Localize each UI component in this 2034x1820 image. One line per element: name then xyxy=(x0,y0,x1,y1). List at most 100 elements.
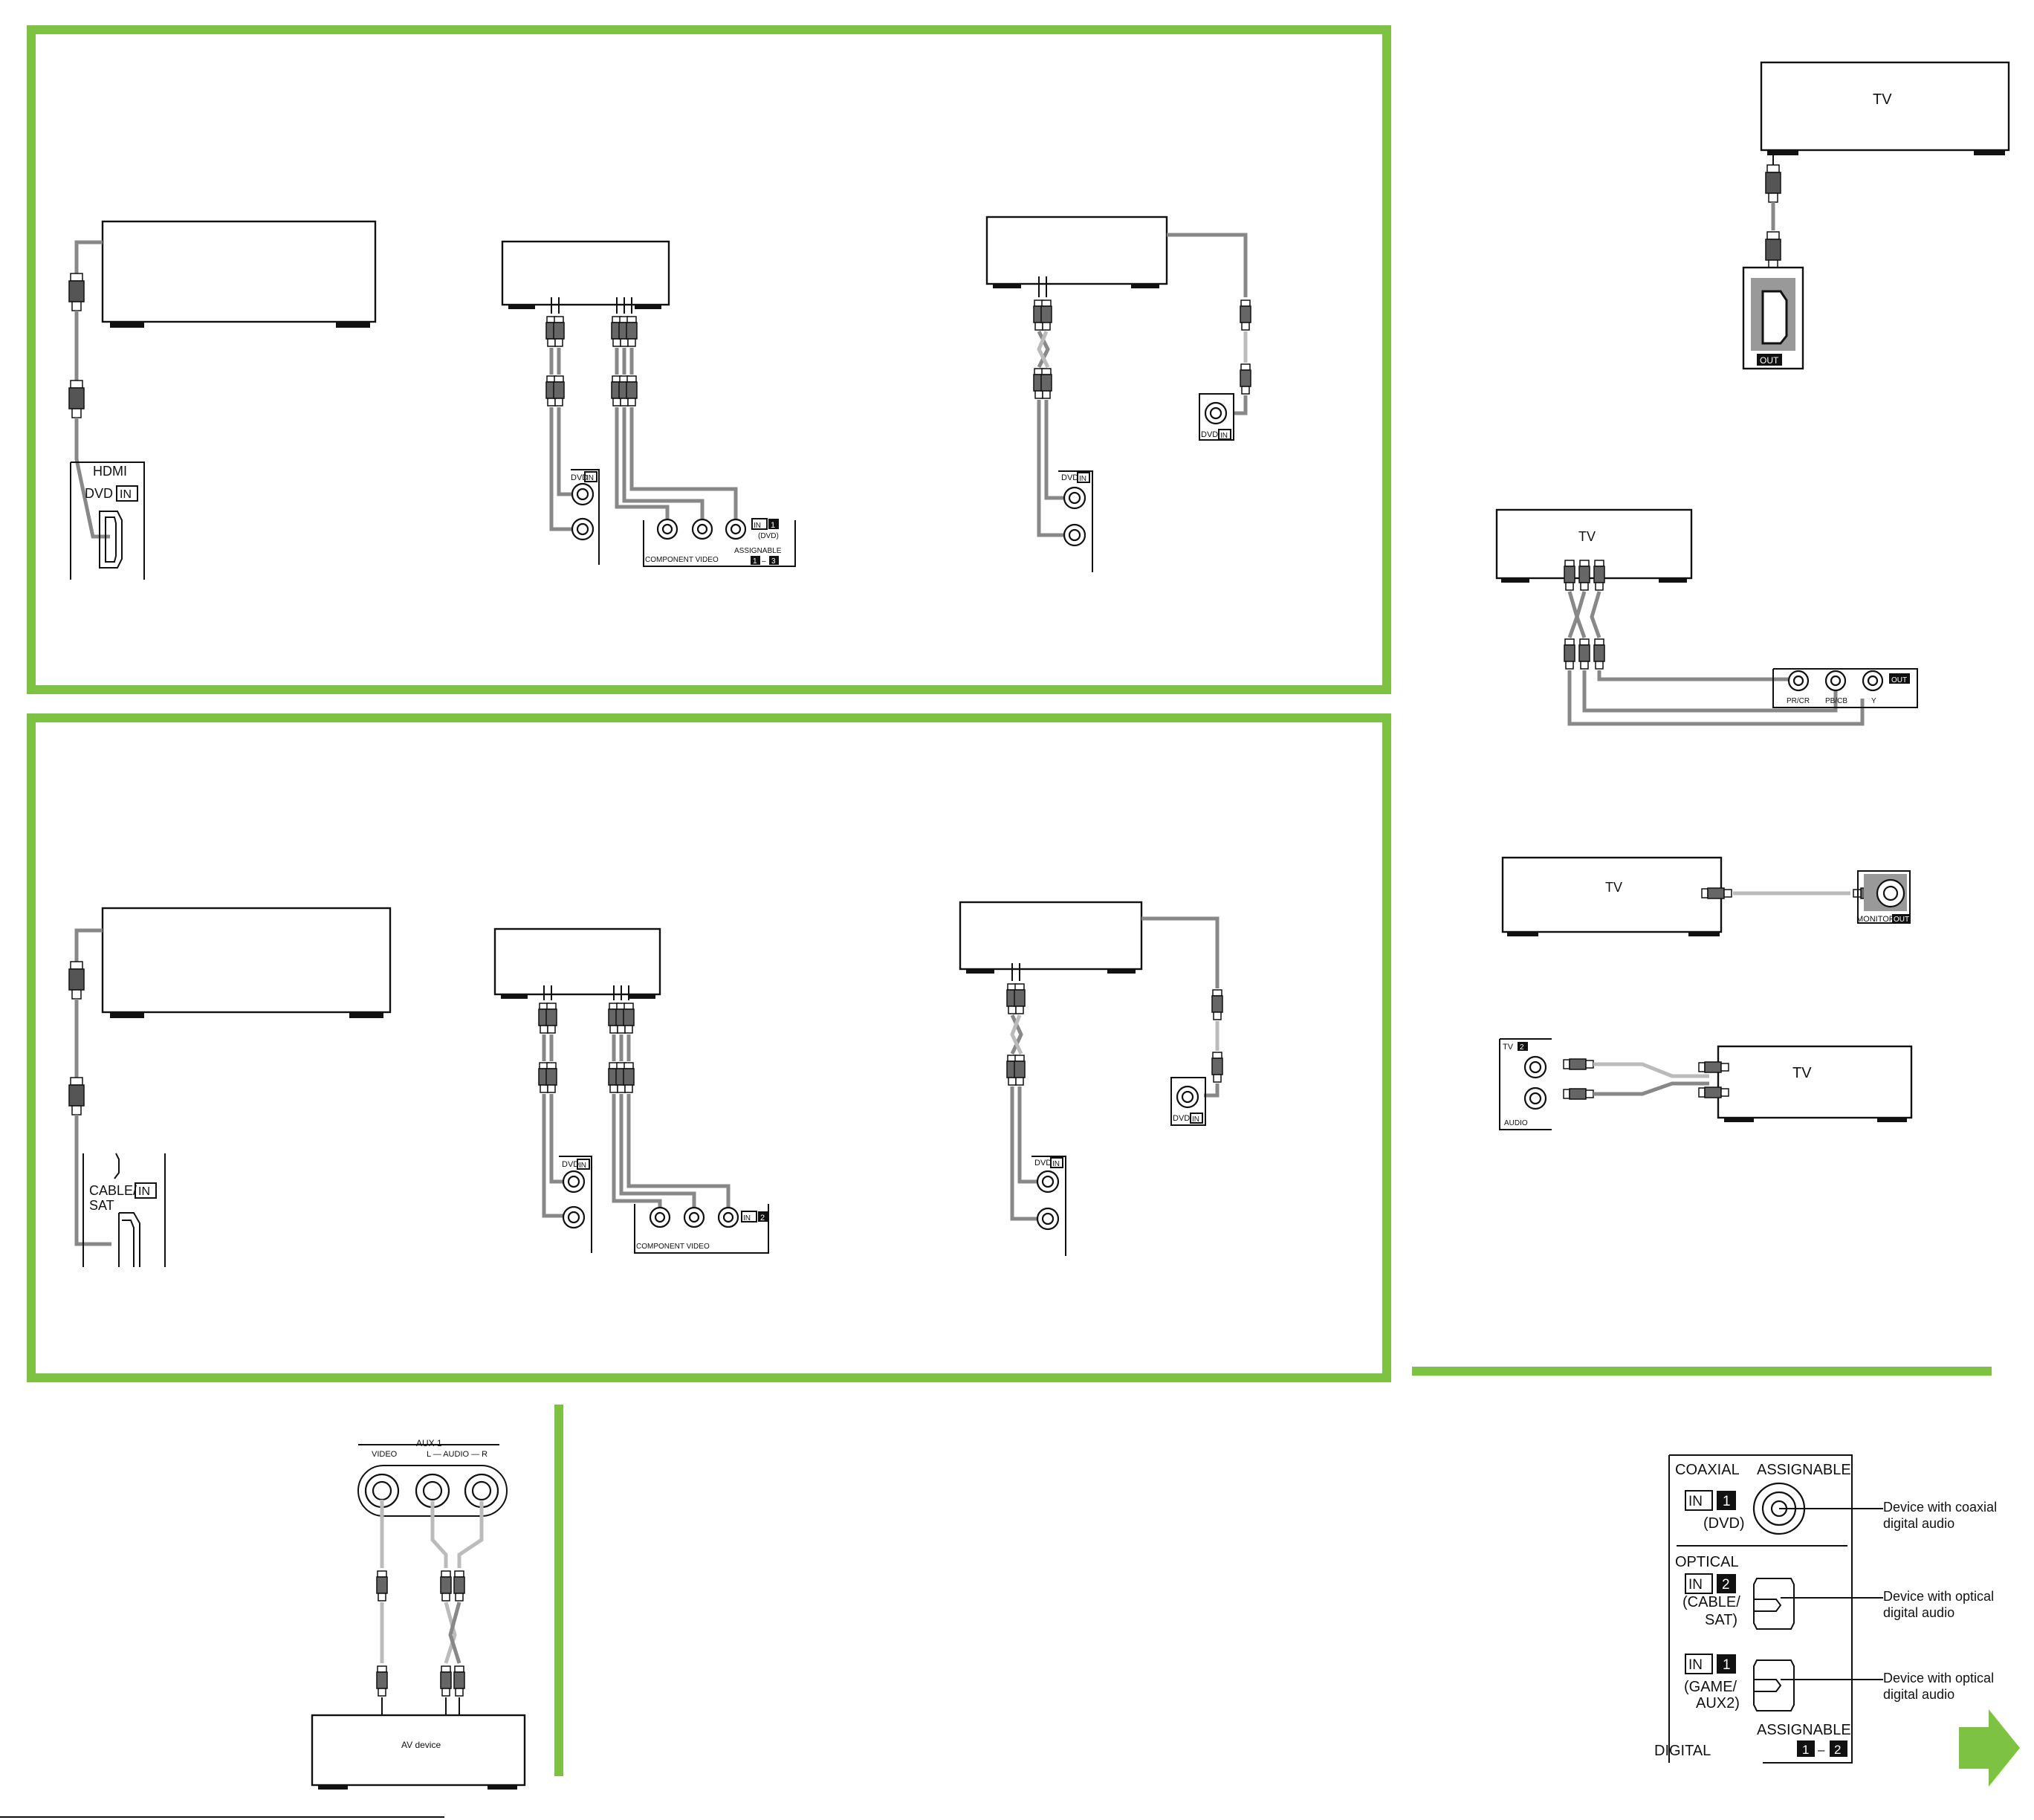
comp-a1-jack-label: DVD xyxy=(1061,473,1078,482)
hdmi-port-label: DVD xyxy=(85,486,113,501)
optical-port-icon xyxy=(1753,1659,1795,1711)
optical-plug-icon xyxy=(1753,1679,1782,1692)
aux-audio-label: L — AUDIO — R xyxy=(427,1450,488,1459)
comp2-in-num: 2 xyxy=(760,1214,765,1222)
tv-monitor-diagram: TV MONITOR OUT xyxy=(1501,856,1911,936)
digital-in3-num: 1 xyxy=(1723,1657,1731,1673)
optical-plug-icon xyxy=(1753,1599,1782,1612)
digital-callout-3a: Device with optical xyxy=(1883,1671,1994,1685)
hdmi-title: HDMI xyxy=(93,464,127,479)
panel2-frame xyxy=(27,713,1391,1382)
digital-coaxial-label: COAXIAL xyxy=(1675,1462,1740,1478)
tv-hdmi-diagram: TV OUT xyxy=(1742,61,2010,370)
digital-optical-label: OPTICAL xyxy=(1675,1554,1739,1570)
tv-audio-panel-num: 2 xyxy=(1520,1043,1524,1052)
tv-audio-label: TV xyxy=(1792,1065,1812,1081)
comp1-range-b: 3 xyxy=(771,557,776,566)
rca-plug-icon xyxy=(1040,299,1052,331)
panel1-component-diagram: DVD IN IN 1 (DVD) ASSIGNABLE 1 – 3 COMPO… xyxy=(501,240,796,567)
digital-callout-1b: digital audio xyxy=(1883,1516,1954,1531)
panel1-composite-diagram: DVD IN DVD IN xyxy=(985,216,1251,572)
tv-comp-out-tag: OUT xyxy=(1891,676,1907,684)
rca-plug-icon xyxy=(376,1570,388,1602)
hdmi-plug-icon xyxy=(68,961,85,1000)
rca-plug-icon xyxy=(553,316,565,347)
digital-range-a: 1 xyxy=(1802,1743,1809,1757)
comp-a2-jack-label: DVD xyxy=(1034,1159,1052,1168)
tv-monitor-label: TV xyxy=(1605,880,1622,895)
hdmi-port-icon xyxy=(99,511,123,569)
digital-in1-tag: IN xyxy=(1688,1494,1703,1509)
panel1-hdmi-diagram: HDMI DVD IN xyxy=(68,220,377,580)
comp-a1-jack-tag: IN xyxy=(1079,475,1086,483)
comp1-in-tag: IN xyxy=(754,522,761,530)
comp-a2-jack-tag: IN xyxy=(1052,1160,1060,1168)
panel2-composite-diagram: DVD IN DVD IN xyxy=(959,901,1223,1256)
tv-hdmi-port-tag: OUT xyxy=(1760,355,1779,366)
optical-port-icon xyxy=(1753,1578,1795,1630)
tv-component-diagram: TV PR/CR PB/CB Y OUT xyxy=(1495,508,1918,726)
panel2-hdmi-diagram: CABLE/ SAT IN xyxy=(68,907,392,1267)
tv-comp-label: TV xyxy=(1578,529,1596,544)
comp-v1-jack-tag: IN xyxy=(1220,432,1228,440)
digital-label: DIGITAL xyxy=(1654,1743,1711,1759)
digital-in2-sub-2: SAT) xyxy=(1705,1612,1737,1628)
comp2-jack-label: DVD xyxy=(562,1160,579,1169)
cable-sat-tag: IN xyxy=(138,1185,150,1198)
aux-group-label: AUX 1 xyxy=(416,1438,442,1448)
rca-plug-icon xyxy=(626,316,638,347)
hdmi-plug-icon xyxy=(68,273,85,311)
digital-in2-tag: IN xyxy=(1688,1577,1703,1593)
panel2-component-diagram: DVD IN IN 2 COMPONENT VIDEO xyxy=(493,927,769,1254)
digital-audio-diagram: COAXIAL ASSIGNABLE IN 1 (DVD) Device wit… xyxy=(1654,1454,1997,1764)
comp1-assign-label: ASSIGNABLE xyxy=(734,547,782,555)
tv-audio-panel-label: TV xyxy=(1503,1043,1514,1052)
comp1-range-dash: – xyxy=(762,557,766,566)
comp2-jack-tag: IN xyxy=(579,1162,586,1170)
digital-callout-1a: Device with coaxial xyxy=(1883,1500,1997,1515)
digital-callout-3b: digital audio xyxy=(1883,1687,1954,1702)
digital-in3-sub-2: AUX2) xyxy=(1696,1695,1740,1711)
comp-v1-jack-label: DVD xyxy=(1201,430,1218,439)
comp1-in-num: 1 xyxy=(771,521,775,530)
digital-in3-sub-1: (GAME/ xyxy=(1684,1679,1737,1695)
next-page-arrow-icon[interactable] xyxy=(1959,1709,2020,1787)
tv-comp-jack-pb: PB/CB xyxy=(1825,697,1847,705)
digital-callout-2a: Device with optical xyxy=(1883,1589,1994,1604)
tv-hdmi-label: TV xyxy=(1873,91,1892,108)
digital-in1-sub: (DVD) xyxy=(1703,1515,1745,1532)
cable-sat-label-2: SAT xyxy=(89,1198,114,1213)
comp1-jack-tag: IN xyxy=(586,474,594,482)
digital-in2-num: 2 xyxy=(1722,1577,1730,1593)
aux-device-label: AV device xyxy=(401,1740,441,1750)
rca-plug-icon xyxy=(1240,299,1251,331)
comp-v2-jack-label: DVD xyxy=(1173,1114,1190,1123)
comp2-in-tag: IN xyxy=(743,1214,751,1222)
tv-comp-jack-y: Y xyxy=(1871,697,1876,705)
hdmi-plug-icon xyxy=(68,380,85,418)
digital-assignable-top: ASSIGNABLE xyxy=(1757,1462,1851,1478)
aux-video-label: VIDEO xyxy=(372,1450,398,1459)
aux-diagram: AUX 1 VIDEO L — AUDIO — R AV device xyxy=(0,1438,526,1818)
tv-audio-audio-label: AUDIO xyxy=(1504,1119,1528,1127)
digital-callout-2b: digital audio xyxy=(1883,1605,1954,1620)
tv-monitor-out-tag: OUT xyxy=(1894,916,1909,924)
hdmi-port-tag: IN xyxy=(120,488,132,501)
tv-audio-diagram: TV TV 2 AUDIO xyxy=(1499,1038,1913,1130)
hdmi-port-icon xyxy=(1761,290,1788,345)
comp2-bottom-label: COMPONENT VIDEO xyxy=(636,1243,710,1251)
hdmi-plug-icon xyxy=(68,1077,85,1115)
digital-in2-sub-1: (CABLE/ xyxy=(1682,1594,1740,1610)
hdmi-port-icon xyxy=(119,1212,140,1267)
digital-assignable-bottom: ASSIGNABLE xyxy=(1757,1722,1851,1738)
comp-v2-jack-tag: IN xyxy=(1192,1115,1199,1124)
comp1-bottom-label: COMPONENT VIDEO xyxy=(645,556,719,564)
digital-range-dash: – xyxy=(1818,1743,1825,1757)
comp1-in-sub: (DVD) xyxy=(758,532,779,540)
comp1-jack-label: DVD xyxy=(571,473,588,482)
tv-comp-jack-pr: PR/CR xyxy=(1787,697,1810,705)
cable-sat-label-1: CABLE/ xyxy=(89,1183,137,1198)
panel1-frame xyxy=(27,25,1391,694)
digital-in3-tag: IN xyxy=(1688,1657,1703,1673)
